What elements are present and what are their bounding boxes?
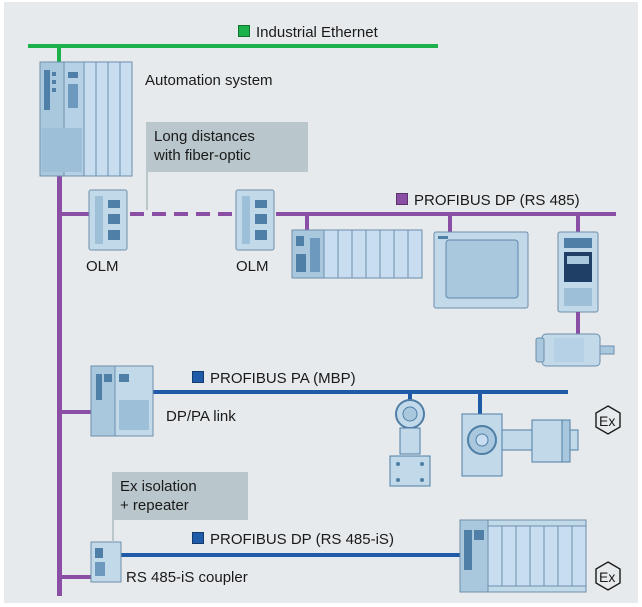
flowmeter-device — [461, 413, 579, 477]
ethernet-legend-label: Industrial Ethernet — [256, 24, 378, 41]
profibus-dp-bus-line — [276, 212, 616, 216]
ex-symbol-is — [595, 561, 621, 591]
dp-drop-plc — [305, 214, 309, 232]
fiber-callout-line-1: Long distances — [154, 128, 255, 145]
motor-device — [535, 333, 615, 367]
ethernet-drop-line — [57, 44, 61, 62]
ex-callout-line-1: Ex isolation — [120, 478, 197, 495]
profibus-dp-is-bus-line — [118, 553, 463, 557]
ex-symbol-pa — [595, 405, 621, 435]
dp-drop-hmi — [448, 214, 452, 232]
dp-pa-link-device — [90, 365, 154, 437]
ethernet-swatch — [238, 25, 250, 37]
profibus-pa-legend: PROFIBUS PA (MBP) — [192, 370, 356, 388]
trunk-to-olm-line — [57, 212, 89, 216]
profibus-dp-legend-label: PROFIBUS DP (RS 485) — [414, 192, 580, 209]
fiber-callout-line-2: with fiber-optic — [154, 147, 251, 164]
automation-system-label: Automation system — [145, 72, 273, 89]
dp-drop-drive — [576, 214, 580, 234]
ex-isolation-callout: Ex isolation + repeater — [112, 472, 248, 520]
fiber-optic-callout: Long distances with fiber-optic — [146, 122, 308, 172]
explosion-protection-icon: Ex — [599, 569, 616, 585]
olm-right-device — [235, 189, 275, 251]
automation-system-device — [39, 61, 133, 177]
profibus-pa-legend-label: PROFIBUS PA (MBP) — [210, 370, 356, 387]
profibus-dp-is-legend: PROFIBUS DP (RS 485-iS) — [192, 531, 394, 549]
ethernet-bus-line — [28, 44, 438, 48]
drive-device — [557, 231, 599, 334]
profibus-dp-swatch — [396, 193, 408, 205]
profibus-pa-bus-line — [148, 390, 568, 394]
rs485-is-coupler-device — [90, 541, 122, 583]
ex-callout-line-2: + repeater — [120, 497, 189, 514]
olm-left-device — [88, 189, 128, 251]
profibus-dp-is-legend-label: PROFIBUS DP (RS 485-iS) — [210, 531, 394, 548]
explosion-protection-icon: Ex — [599, 413, 616, 429]
dp-io-station-device — [291, 229, 423, 279]
trunk-to-coupler-line — [57, 575, 91, 579]
ex-callout-pointer — [112, 520, 114, 542]
dp-pa-link-label: DP/PA link — [166, 408, 236, 425]
hmi-panel-device — [433, 231, 529, 309]
fiber-callout-pointer — [146, 172, 148, 210]
pa-drop-flowmeter — [478, 392, 482, 414]
is-remote-io-device — [459, 519, 587, 593]
coupler-label: RS 485-iS coupler — [126, 569, 248, 586]
profibus-trunk-line — [57, 176, 62, 596]
pressure-transmitter-device — [389, 399, 431, 487]
ethernet-legend: Industrial Ethernet — [238, 24, 378, 42]
olm-left-label: OLM — [86, 258, 119, 275]
olm-right-label: OLM — [236, 258, 269, 275]
profibus-dp-is-swatch — [192, 532, 204, 544]
profibus-dp-legend: PROFIBUS DP (RS 485) — [396, 192, 580, 210]
trunk-to-dppa-line — [57, 410, 91, 414]
profibus-pa-swatch — [192, 371, 204, 383]
